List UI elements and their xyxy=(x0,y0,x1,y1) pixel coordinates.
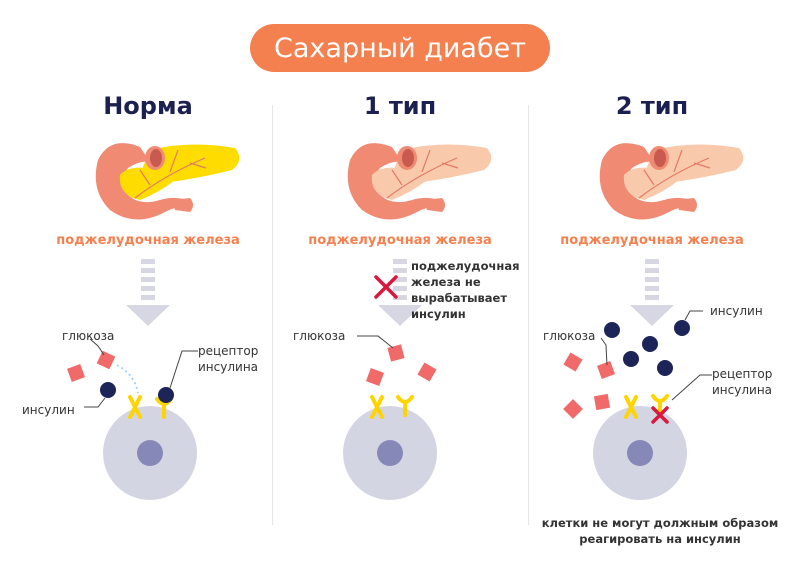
leader-line xyxy=(84,397,106,408)
nucleus xyxy=(377,440,403,466)
receptor-icon xyxy=(396,395,414,417)
insulin-label: инсулин xyxy=(710,304,763,318)
receptor-icon xyxy=(370,395,384,419)
nucleus xyxy=(137,440,163,466)
receptor-icon xyxy=(128,395,142,419)
glucose-icon xyxy=(67,364,85,382)
nucleus xyxy=(627,440,653,466)
insulin-icon xyxy=(623,351,639,367)
type2-caption: клетки не могут должным образом реагиров… xyxy=(541,516,779,546)
leader-line xyxy=(600,337,608,366)
down-arrow-icon xyxy=(126,259,170,326)
insulin-icon xyxy=(674,320,690,336)
down-arrow-icon xyxy=(378,259,422,326)
leader-line xyxy=(671,374,712,401)
page-title: Сахарный диабет xyxy=(274,32,526,64)
receptor-icon xyxy=(624,395,638,419)
pancreas-icon xyxy=(599,143,744,220)
heading-normal: Норма xyxy=(103,92,193,120)
glucose-label: глюкоза xyxy=(293,329,346,343)
glucose-icon xyxy=(597,361,615,379)
heading-type-2: 2 тип xyxy=(615,92,689,120)
cross-icon xyxy=(651,406,669,424)
glucose-label: глюкоза xyxy=(543,329,596,343)
pancreas-label: поджелудочная железа xyxy=(56,233,240,248)
receptor-label: рецептор инсулина xyxy=(198,344,259,374)
column-divider xyxy=(528,105,529,525)
leader-line xyxy=(357,335,394,349)
insulin-icon xyxy=(604,322,620,338)
insulin-icon xyxy=(158,387,174,403)
receptor-label: рецептор инсулина xyxy=(712,367,773,397)
leader-line xyxy=(89,338,105,356)
glucose-icon xyxy=(417,362,437,382)
title-badge: Сахарный диабет xyxy=(250,24,550,72)
glucose-icon xyxy=(593,393,611,411)
insulin-label: инсулин xyxy=(22,403,75,417)
pancreas-icon xyxy=(347,143,492,220)
glucose-icon xyxy=(563,352,583,372)
insulin-icon xyxy=(657,360,673,376)
glucose-label: глюкоза xyxy=(62,329,115,343)
insulin-icon xyxy=(642,336,658,352)
cell-icon xyxy=(343,406,437,500)
cell-icon xyxy=(103,406,197,500)
glucose-icon xyxy=(366,368,384,386)
glucose-icon xyxy=(563,399,583,419)
cross-icon xyxy=(374,275,398,299)
leader-line xyxy=(684,310,703,321)
pancreas-icon xyxy=(95,143,240,220)
cell-icon xyxy=(593,406,687,500)
pancreas-label: поджелудочная железа xyxy=(308,233,492,248)
pancreas-label: поджелудочная железа xyxy=(560,233,744,248)
heading-type-1: 1 тип xyxy=(363,92,437,120)
glucose-path xyxy=(116,364,139,394)
no-insulin-note: поджелудочная железа не вырабатывает инс… xyxy=(411,259,520,321)
glucose-icon xyxy=(96,350,116,370)
leader-line xyxy=(169,350,198,389)
insulin-icon xyxy=(100,382,116,398)
receptor-icon xyxy=(651,394,669,416)
column-divider xyxy=(272,105,273,525)
glucose-icon xyxy=(387,344,405,362)
down-arrow-icon xyxy=(630,259,674,326)
